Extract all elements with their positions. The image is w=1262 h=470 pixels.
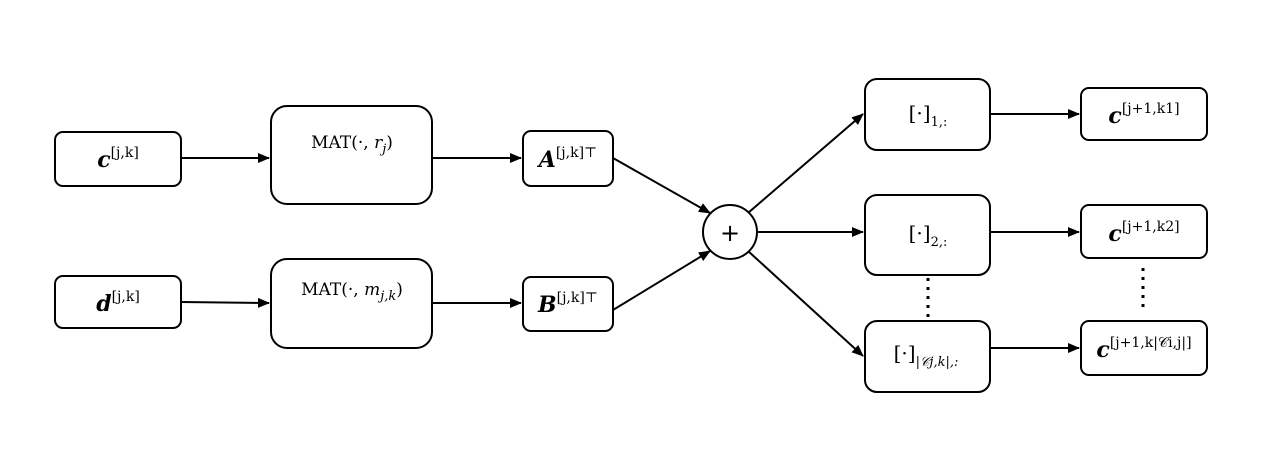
edge-A-to-plus bbox=[612, 157, 711, 214]
node-slice-1: [·]1,: bbox=[864, 78, 991, 151]
svg-text:d[j,k]: d[j,k] bbox=[96, 289, 140, 317]
svg-text:[·]|𝒞j,k|,:: [·]|𝒞j,k|,: bbox=[894, 341, 959, 370]
node-c-out-n: c[j+1,k|𝒞i,j|] bbox=[1080, 320, 1208, 376]
svg-text:c[j,k]: c[j,k] bbox=[97, 145, 139, 173]
svg-text:MAT(·, rj): MAT(·, rj) bbox=[311, 133, 393, 157]
svg-text:c[j+1,k|𝒞i,j|]: c[j+1,k|𝒞i,j|] bbox=[1096, 335, 1191, 363]
node-c-out-1: c[j+1,k1] bbox=[1080, 87, 1208, 141]
svg-text:B[j,k]⊤: B[j,k]⊤ bbox=[537, 290, 598, 318]
node-mat-r: MAT(·, rj) bbox=[270, 105, 433, 205]
edge-d-to-mat-m bbox=[180, 297, 270, 308]
svg-text:c[j+1,k1]: c[j+1,k1] bbox=[1108, 101, 1179, 129]
svg-text:MAT(·, mj,k): MAT(·, mj,k) bbox=[301, 280, 403, 304]
node-c-input: c[j,k] bbox=[54, 131, 182, 187]
edge-B-to-plus bbox=[612, 250, 711, 311]
svg-text:[·]1,:: [·]1,: bbox=[909, 101, 948, 130]
svg-text:A[j,k]⊤: A[j,k]⊤ bbox=[537, 145, 597, 173]
node-A-transpose: A[j,k]⊤ bbox=[522, 130, 614, 187]
node-slice-n: [·]|𝒞j,k|,: bbox=[864, 320, 991, 393]
node-mat-m: MAT(·, mj,k) bbox=[270, 258, 433, 349]
edges bbox=[180, 109, 1145, 357]
node-plus: + bbox=[702, 204, 758, 260]
node-d-input: d[j,k] bbox=[54, 275, 182, 329]
node-slice-2: [·]2,: bbox=[864, 194, 991, 276]
svg-text:c[j+1,k2]: c[j+1,k2] bbox=[1108, 219, 1179, 247]
node-c-out-2: c[j+1,k2] bbox=[1080, 204, 1208, 259]
edge-plus-to-slice1 bbox=[747, 113, 864, 214]
edge-plus-to-sliceN bbox=[747, 250, 864, 357]
svg-text:+: + bbox=[720, 219, 740, 247]
node-B-transpose: B[j,k]⊤ bbox=[522, 276, 614, 332]
svg-text:[·]2,:: [·]2,: bbox=[909, 221, 948, 250]
